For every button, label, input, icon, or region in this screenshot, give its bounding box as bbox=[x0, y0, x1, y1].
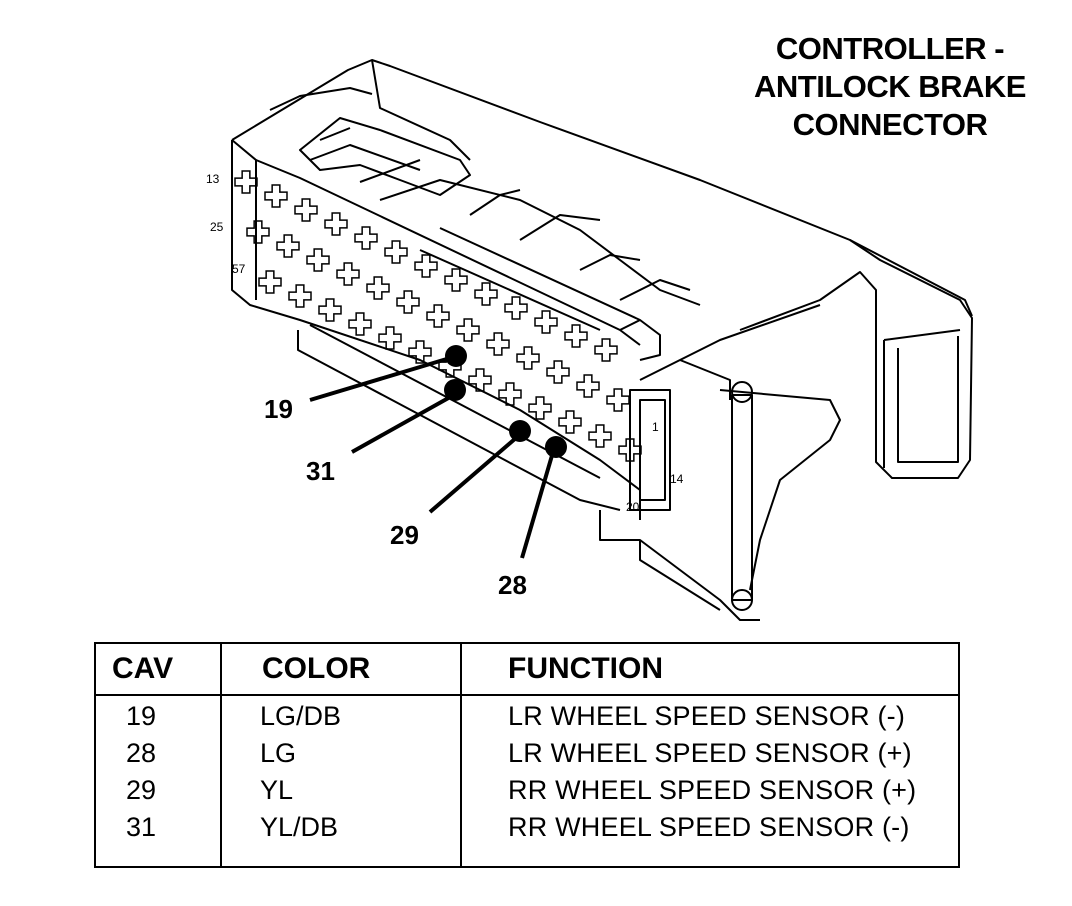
header-color: COLOR bbox=[221, 643, 462, 696]
cavity-cross bbox=[336, 262, 360, 286]
cavity-cross bbox=[564, 324, 588, 348]
function-cell: RR WHEEL SPEED SENSOR (+) bbox=[508, 775, 917, 805]
cavity-cross bbox=[234, 170, 258, 194]
cavity-cross bbox=[558, 410, 582, 434]
function-cell: RR WHEEL SPEED SENSOR (-) bbox=[508, 812, 910, 842]
cavity-cross bbox=[246, 220, 270, 244]
cavity-cross bbox=[384, 240, 408, 264]
cavity-grid bbox=[234, 170, 642, 462]
pinout-table: CAV COLOR FUNCTION 19 28 29 31 LG/DB LG … bbox=[94, 642, 960, 868]
cavity-28-dot bbox=[545, 436, 567, 458]
callout-28: 28 bbox=[498, 570, 527, 600]
cavity-29-dot bbox=[509, 420, 531, 442]
cavity-cross bbox=[366, 276, 390, 300]
header-cav: CAV bbox=[95, 643, 222, 696]
color-cell: LG bbox=[260, 738, 297, 768]
cavity-cross bbox=[396, 290, 420, 314]
title-line-3: CONNECTOR bbox=[792, 107, 988, 142]
title-line-2: ANTILOCK BRAKE bbox=[754, 69, 1027, 104]
row-label-25: 25 bbox=[210, 220, 224, 234]
callout-29: 29 bbox=[390, 520, 419, 550]
cavity-cross bbox=[528, 396, 552, 420]
cavity-cross bbox=[516, 346, 540, 370]
color-cell: LG/DB bbox=[260, 701, 342, 731]
cavity-cross bbox=[486, 332, 510, 356]
cavity-cross bbox=[474, 282, 498, 306]
connector-front-face bbox=[231, 140, 641, 520]
cavity-cross bbox=[258, 270, 282, 294]
end-label-14: 14 bbox=[670, 472, 684, 486]
row-label-57: 57 bbox=[232, 262, 246, 276]
cavity-cross bbox=[378, 326, 402, 350]
leader-line-31 bbox=[351, 394, 453, 454]
cavity-cross bbox=[318, 298, 342, 322]
cavity-cross bbox=[324, 212, 348, 236]
end-label-20: 20 bbox=[626, 500, 640, 514]
cavity-cross bbox=[576, 374, 600, 398]
cavity-cross bbox=[456, 318, 480, 342]
cavity-cross bbox=[306, 248, 330, 272]
header-function: FUNCTION bbox=[461, 643, 959, 696]
cavity-cross bbox=[288, 284, 312, 308]
leader-line-29 bbox=[428, 436, 518, 514]
cavity-cross bbox=[408, 340, 432, 364]
cavity-cross bbox=[588, 424, 612, 448]
cavity-cross bbox=[606, 388, 630, 412]
cavity-cross bbox=[546, 360, 570, 384]
row-label-13: 13 bbox=[206, 172, 220, 186]
cav-cell: 31 bbox=[126, 812, 157, 842]
cavity-cross bbox=[444, 268, 468, 292]
highlighted-cavities bbox=[444, 345, 567, 458]
cavity-cross bbox=[468, 368, 492, 392]
cav-cell: 28 bbox=[126, 738, 157, 768]
callout-31: 31 bbox=[306, 456, 335, 486]
cavity-19-dot bbox=[445, 345, 467, 367]
title-line-1: CONTROLLER - bbox=[775, 31, 1005, 66]
cavity-cross bbox=[354, 226, 378, 250]
cav-cell: 29 bbox=[126, 775, 157, 805]
cavity-cross bbox=[294, 198, 318, 222]
color-cell: YL/DB bbox=[260, 812, 339, 842]
cav-cell: 19 bbox=[126, 701, 157, 731]
cavity-cross bbox=[348, 312, 372, 336]
connector-back-end bbox=[849, 239, 973, 479]
cavity-cross bbox=[498, 382, 522, 406]
end-label-1: 1 bbox=[652, 420, 659, 434]
table-header-row: CAV COLOR FUNCTION bbox=[95, 643, 959, 696]
cavity-cross bbox=[594, 338, 618, 362]
function-cell: LR WHEEL SPEED SENSOR (+) bbox=[508, 738, 912, 768]
color-cell: YL bbox=[260, 775, 294, 805]
diagram-title: CONTROLLER - ANTILOCK BRAKE CONNECTOR bbox=[700, 30, 1072, 144]
cavity-cross bbox=[414, 254, 438, 278]
cavity-cross bbox=[276, 234, 300, 258]
connector-illustration bbox=[231, 59, 973, 621]
cavity-cross bbox=[426, 304, 450, 328]
function-cell: LR WHEEL SPEED SENSOR (-) bbox=[508, 701, 906, 731]
connector-housing-top bbox=[231, 59, 973, 317]
cavity-cross bbox=[264, 184, 288, 208]
cavity-cross bbox=[534, 310, 558, 334]
leader-line-19 bbox=[309, 356, 451, 402]
callout-19: 19 bbox=[264, 394, 293, 424]
cavity-cross bbox=[618, 438, 642, 462]
leader-line-28 bbox=[520, 451, 555, 559]
table-row: 19 28 29 31 LG/DB LG YL YL/DB LR WHEEL S… bbox=[95, 695, 959, 867]
cavity-cross bbox=[504, 296, 528, 320]
